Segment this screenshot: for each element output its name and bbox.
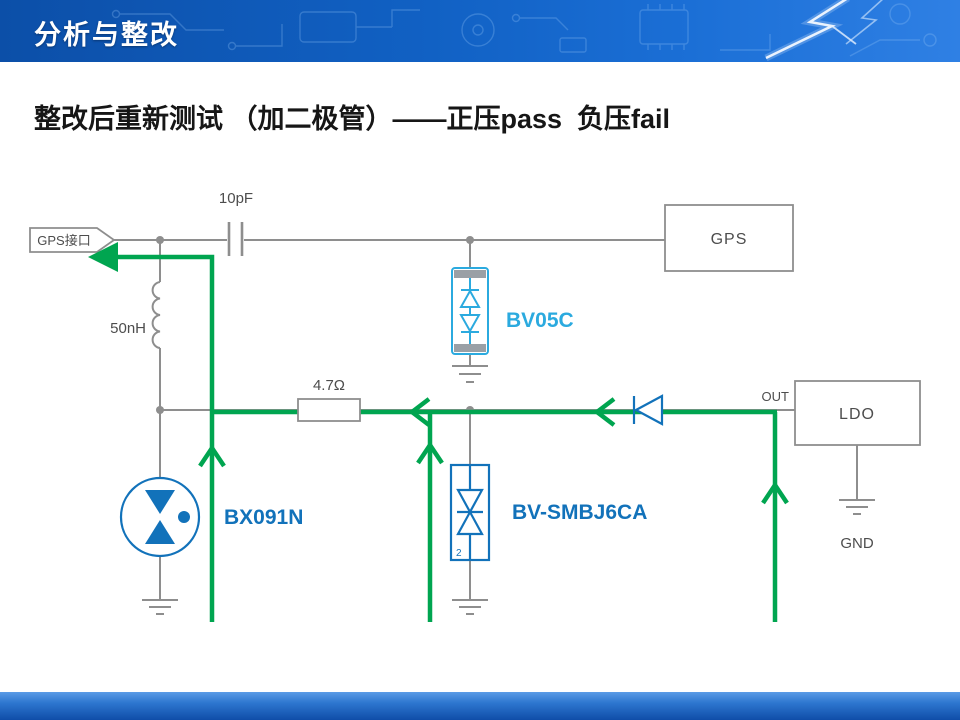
- pin2-label: 2: [456, 548, 462, 559]
- tvs-bv05c: [451, 267, 489, 355]
- smbj6ca-label: BV-SMBJ6CA: [512, 501, 647, 524]
- subtitle: 整改后重新测试 （加二极管）——正压pass 负压fail: [34, 104, 671, 134]
- resistor-label: 4.7Ω: [313, 377, 345, 394]
- ground-ldo: [839, 499, 875, 515]
- arrow-left-1: [593, 397, 616, 427]
- circuit-labels: 10pF 50nH 4.7Ω OUT GND BV05C BX091N BV-S…: [110, 190, 874, 552]
- ldo-box: LDO: [794, 380, 921, 446]
- capacitor-symbol: [227, 222, 244, 256]
- resistor: [297, 398, 361, 422]
- series-diode: [632, 394, 664, 426]
- ground-bx091n: [142, 599, 178, 615]
- surge-path-left: [116, 254, 215, 622]
- slide-title: 分析与整改: [34, 20, 179, 50]
- gnd-label: GND: [840, 535, 874, 552]
- ldo-label: LDO: [839, 406, 875, 423]
- inductor-label: 50nH: [110, 320, 146, 337]
- bv05c-label: BV05C: [506, 309, 574, 332]
- arrow-up-2: [416, 440, 444, 465]
- arrow-up-1: [198, 443, 226, 468]
- arrow-left-big: [88, 242, 118, 272]
- header-decoration: [111, 0, 937, 62]
- footer-bar: [0, 692, 960, 720]
- lightning-icon: [764, 0, 883, 62]
- esd-bx091n: [119, 476, 201, 558]
- bx091n-label: BX091N: [224, 506, 303, 529]
- gps-label: GPS: [711, 231, 748, 248]
- arrow-left-2: [408, 397, 431, 427]
- circuit-diagram: GPS接口 GPS LDO: [29, 190, 921, 622]
- circuit-pattern: [111, 3, 937, 57]
- capacitor-label: 10pF: [219, 190, 253, 207]
- out-label: OUT: [762, 389, 790, 404]
- tvs-bv-smbj6ca: 2: [449, 463, 491, 562]
- ground-bv05c: [452, 365, 488, 383]
- gps-port-tag: GPS接口: [29, 227, 116, 253]
- gps-box: GPS: [664, 204, 794, 272]
- surge-current-path: [88, 242, 789, 622]
- header-banner: 分析与整改: [0, 0, 960, 62]
- gps-port-label: GPS接口: [37, 233, 90, 248]
- inductor-coil: [151, 281, 161, 349]
- ground-symbols: [142, 365, 875, 615]
- ground-smbj: [452, 599, 488, 615]
- arrow-up-3: [761, 480, 789, 505]
